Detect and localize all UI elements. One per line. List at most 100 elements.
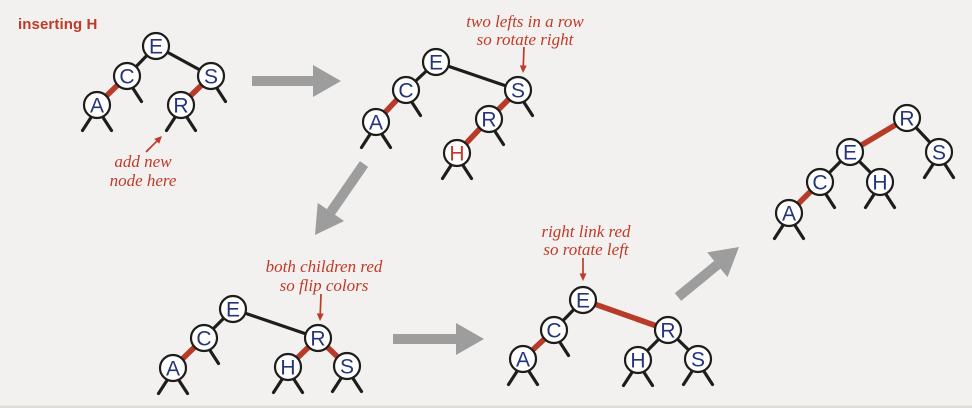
- link-E-R-red: [582, 297, 669, 333]
- null-link-H-left: [271, 377, 284, 395]
- node-label-H: H: [630, 350, 645, 373]
- node-label-S: S: [340, 356, 354, 379]
- null-link-H-right: [883, 192, 897, 210]
- node-label-A: A: [90, 95, 104, 118]
- node-label-A: A: [166, 358, 180, 381]
- node-R: [474, 104, 504, 134]
- null-link-R-right: [493, 129, 506, 147]
- null-link-H-right: [461, 163, 474, 181]
- figure-title: inserting H: [18, 16, 98, 33]
- node-label-C: C: [196, 328, 211, 351]
- node-R: [303, 323, 333, 353]
- node-label-R: R: [173, 95, 188, 118]
- null-link-A-left: [80, 115, 94, 133]
- flow-arrow-2-head: [315, 202, 345, 235]
- step-4-after-color-flip-annotation-line-2: so rotate left: [543, 240, 630, 259]
- node-label-R: R: [899, 108, 914, 131]
- step-1-insert-point-annotation-line-2: node here: [110, 171, 177, 190]
- link-E-S-black: [435, 60, 519, 92]
- null-link-S-right: [351, 376, 364, 394]
- null-link-C-right: [208, 348, 221, 366]
- node-label-A: A: [782, 203, 796, 226]
- node-label-E: E: [429, 52, 443, 75]
- node-R: [653, 315, 683, 345]
- step-2-new-node-added-annotation-arrow: [519, 46, 527, 73]
- node-E: [568, 285, 598, 315]
- null-link-H-right: [641, 370, 655, 388]
- node-label-A: A: [369, 112, 383, 135]
- null-link-H-left: [863, 192, 877, 210]
- step-1-insert-point-annotation-arrow: [145, 136, 162, 153]
- node-H: [273, 352, 303, 382]
- node-label-H: H: [872, 172, 887, 195]
- null-link-S-left: [922, 162, 936, 180]
- node-label-E: E: [226, 299, 240, 322]
- node-R: [892, 103, 922, 133]
- flow-arrow-4-shaft: [674, 260, 721, 301]
- null-link-C-right: [131, 86, 144, 104]
- null-link-H-left: [621, 370, 635, 388]
- step-4-after-color-flip-annotation-line-1: right link red: [541, 222, 631, 241]
- null-link-A-left: [506, 369, 520, 387]
- step-3-after-rotate-right-annotation-arrow-shaft: [319, 293, 322, 314]
- null-link-S-left: [681, 369, 695, 387]
- node-E: [141, 31, 171, 61]
- bottom-edge: [0, 405, 972, 408]
- step-4-after-color-flip-annotation-arrow-head: [579, 273, 587, 281]
- node-C: [112, 61, 142, 91]
- node-label-C: C: [812, 172, 827, 195]
- node-C: [391, 75, 421, 105]
- node-A: [508, 344, 538, 374]
- node-S: [683, 344, 713, 374]
- flow-arrow-4: [674, 247, 739, 301]
- node-H: [865, 167, 895, 197]
- step-4-after-color-flip-annotation-arrow: [579, 258, 587, 281]
- null-link-A-right: [100, 115, 114, 133]
- null-link-S-right: [942, 162, 956, 180]
- node-label-A: A: [516, 349, 530, 372]
- node-label-H: H: [449, 143, 464, 166]
- null-link-A-right: [177, 378, 190, 396]
- node-E: [835, 137, 865, 167]
- null-link-A-right: [526, 369, 540, 387]
- step-2-new-node-added-annotation-arrow-head: [519, 65, 527, 73]
- node-C: [189, 323, 219, 353]
- node-label-R: R: [481, 109, 496, 132]
- null-link-C-right: [823, 192, 837, 210]
- null-link-A-left: [772, 223, 786, 241]
- null-link-H-right: [292, 377, 305, 395]
- node-R: [166, 90, 196, 120]
- flow-arrow-1: [252, 65, 341, 97]
- flow-arrow-2: [315, 161, 369, 235]
- node-label-H: H: [280, 357, 295, 380]
- flow-arrow-4-head: [707, 247, 739, 278]
- node-label-C: C: [546, 320, 561, 343]
- null-link-R-right: [185, 115, 198, 133]
- null-link-A-right: [380, 132, 393, 150]
- node-label-S: S: [932, 142, 946, 165]
- step-1-insert-point-annotation-line-1: add new: [114, 152, 172, 171]
- step-3-after-rotate-right-annotation-arrow: [316, 293, 324, 321]
- null-link-A-right: [792, 223, 806, 241]
- node-label-C: C: [119, 66, 134, 89]
- null-link-S-right: [521, 100, 535, 118]
- node-E: [421, 47, 451, 77]
- null-link-C-right: [557, 340, 571, 358]
- node-S: [196, 61, 226, 91]
- link-E-R-black: [232, 307, 319, 340]
- null-link-R-left: [164, 115, 177, 133]
- node-A: [774, 198, 804, 228]
- node-A: [158, 353, 188, 383]
- step-3-after-rotate-right-annotation-line-1: both children red: [266, 257, 383, 276]
- node-label-C: C: [398, 80, 413, 103]
- node-E: [218, 294, 248, 324]
- step-1-insert-point-annotation-arrow-head: [154, 136, 162, 144]
